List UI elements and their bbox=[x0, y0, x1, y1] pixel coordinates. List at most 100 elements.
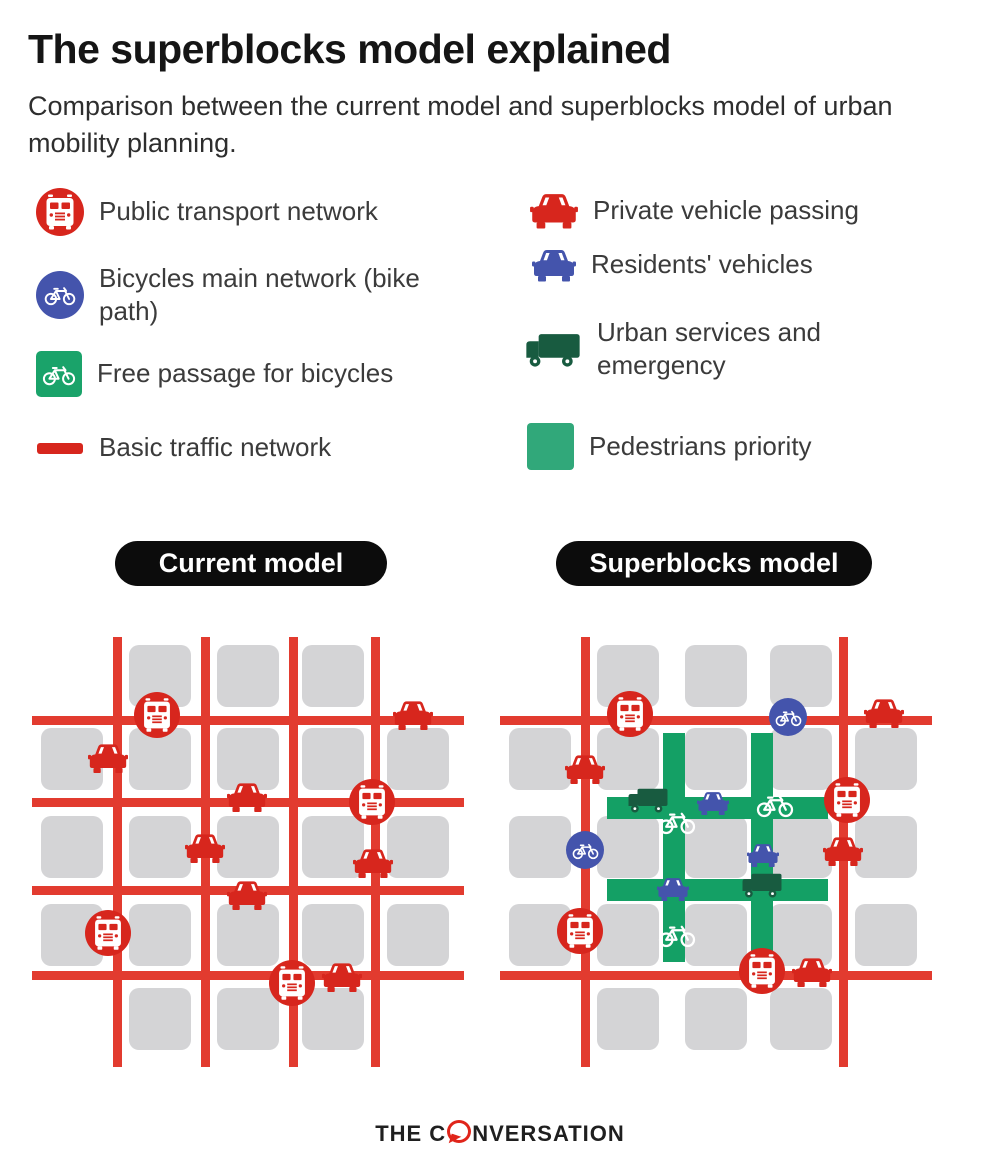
city-block bbox=[302, 645, 364, 707]
city-block bbox=[217, 988, 279, 1050]
legend-label: Free passage for bicycles bbox=[97, 358, 394, 389]
bike-white-icon bbox=[756, 792, 794, 818]
traffic-road bbox=[32, 715, 464, 725]
city-block bbox=[770, 904, 832, 966]
legend-item-free-passage: Free passage for bicycles bbox=[36, 351, 393, 397]
bus-icon bbox=[134, 692, 180, 738]
city-block bbox=[597, 904, 659, 966]
brand-logo: THE C NVERSATION bbox=[0, 1120, 1000, 1147]
city-block bbox=[129, 904, 191, 966]
city-block bbox=[217, 904, 279, 966]
city-block bbox=[129, 988, 191, 1050]
legend-item-private-vehicle: Private vehicle passing bbox=[530, 192, 859, 229]
brand-text-right: NVERSATION bbox=[472, 1121, 625, 1146]
bus-icon bbox=[607, 691, 653, 737]
legend-label: Residents' vehicles bbox=[591, 249, 813, 280]
traffic-road bbox=[112, 637, 122, 1067]
car-red-icon bbox=[88, 743, 128, 774]
city-block bbox=[129, 816, 191, 878]
city-block bbox=[685, 904, 747, 966]
city-block bbox=[770, 816, 832, 878]
car-blue-icon bbox=[747, 843, 779, 868]
bicycle-circle-icon bbox=[36, 271, 84, 320]
city-block bbox=[770, 645, 832, 707]
bus-icon bbox=[824, 777, 870, 823]
city-block bbox=[217, 645, 279, 707]
car-red-icon bbox=[864, 698, 904, 729]
traffic-road bbox=[288, 637, 298, 1067]
bus-circle-icon bbox=[36, 188, 84, 236]
bus-icon bbox=[557, 908, 603, 954]
city-block bbox=[685, 728, 747, 790]
city-block bbox=[217, 816, 279, 878]
red-car-icon bbox=[530, 192, 578, 229]
red-road-line-icon bbox=[36, 442, 84, 454]
bike-white-icon bbox=[658, 809, 696, 835]
traffic-road bbox=[32, 970, 464, 980]
city-block bbox=[855, 904, 917, 966]
legend-label: Pedestrians priority bbox=[589, 430, 812, 461]
car-red-icon bbox=[792, 957, 832, 988]
green-square-icon bbox=[527, 423, 574, 470]
car-red-icon bbox=[322, 962, 362, 993]
city-block bbox=[855, 728, 917, 790]
city-block bbox=[685, 988, 747, 1050]
city-block bbox=[217, 728, 279, 790]
car-red-icon bbox=[185, 833, 225, 864]
legend-item-pedestrians-priority: Pedestrians priority bbox=[527, 423, 812, 470]
city-block bbox=[597, 728, 659, 790]
city-block bbox=[685, 816, 747, 878]
bus-icon bbox=[739, 948, 785, 994]
city-block bbox=[509, 728, 571, 790]
current-model-map bbox=[30, 630, 466, 1068]
bicycle-green-square-icon bbox=[36, 351, 82, 397]
city-block bbox=[387, 816, 449, 878]
superblocks-model-map bbox=[498, 630, 934, 1068]
brand-text-left: THE C bbox=[375, 1121, 447, 1146]
legend-item-urban-services: Urban services and emergency bbox=[524, 316, 897, 383]
city-block bbox=[302, 904, 364, 966]
legend-label: Urban services and emergency bbox=[597, 317, 821, 381]
city-block bbox=[302, 816, 364, 878]
legend-item-bicycles-network: Bicycles main network (bike path) bbox=[36, 262, 459, 329]
bus-icon bbox=[269, 960, 315, 1006]
green-truck-icon bbox=[524, 329, 582, 370]
city-block bbox=[387, 728, 449, 790]
city-block bbox=[41, 816, 103, 878]
car-red-icon bbox=[353, 848, 393, 879]
legend-label: Basic traffic network bbox=[99, 432, 332, 463]
legend-item-basic-traffic: Basic traffic network bbox=[36, 424, 331, 472]
car-red-icon bbox=[823, 836, 863, 867]
speech-bubble-o-icon bbox=[447, 1120, 472, 1143]
city-block bbox=[685, 645, 747, 707]
truck-icon bbox=[741, 870, 783, 900]
car-red-icon bbox=[227, 880, 267, 911]
current-model-badge: Current model bbox=[115, 541, 387, 586]
blue-car-icon bbox=[532, 248, 576, 282]
city-block bbox=[129, 728, 191, 790]
city-block bbox=[597, 816, 659, 878]
car-red-icon bbox=[565, 754, 605, 785]
bike-white-icon bbox=[658, 922, 696, 948]
bus-icon bbox=[85, 910, 131, 956]
city-block bbox=[855, 816, 917, 878]
city-block bbox=[302, 728, 364, 790]
city-block bbox=[597, 988, 659, 1050]
bike-circle-icon bbox=[566, 831, 604, 869]
traffic-road bbox=[500, 970, 932, 980]
legend-label: Private vehicle passing bbox=[593, 194, 859, 225]
pedestrian-priority-road bbox=[607, 879, 828, 901]
car-red-icon bbox=[393, 700, 433, 731]
car-blue-icon bbox=[697, 791, 729, 816]
car-red-icon bbox=[227, 782, 267, 813]
city-block bbox=[387, 904, 449, 966]
traffic-road bbox=[500, 715, 932, 725]
bike-circle-icon bbox=[769, 698, 807, 736]
bus-icon bbox=[349, 779, 395, 825]
city-block bbox=[302, 988, 364, 1050]
page-title: The superblocks model explained bbox=[28, 26, 671, 72]
page-subtitle: Comparison between the current model and… bbox=[28, 91, 893, 158]
city-block bbox=[770, 728, 832, 790]
legend-item-residents-vehicles: Residents' vehicles bbox=[532, 248, 813, 282]
